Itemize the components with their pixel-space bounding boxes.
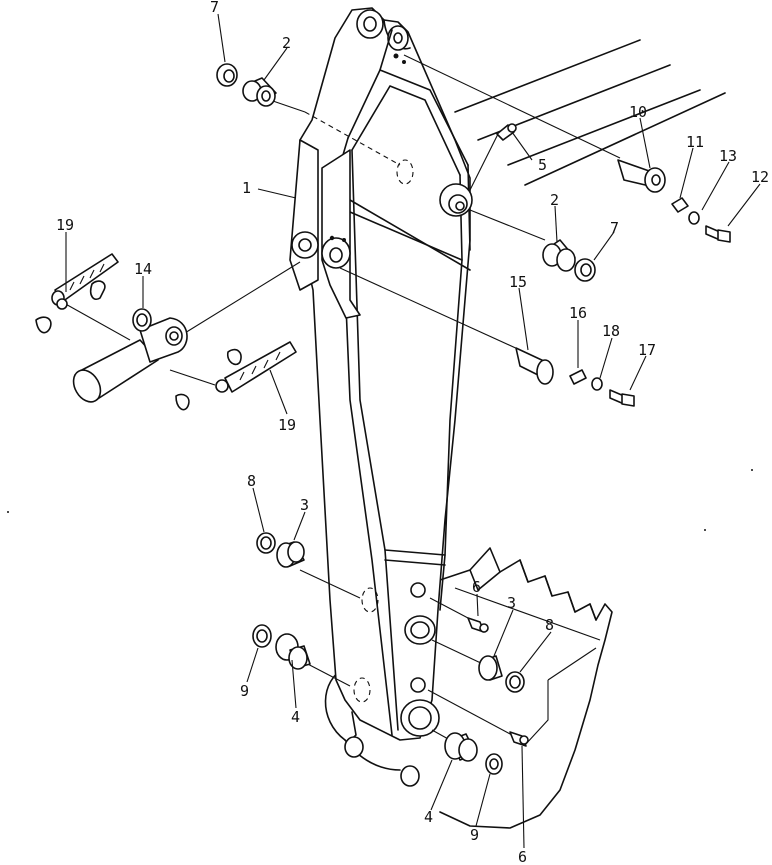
- callout-5: 5: [538, 156, 547, 174]
- boom-outline-lines: [454, 39, 726, 186]
- spacer-16: [569, 369, 587, 385]
- callout-16: 16: [569, 304, 587, 322]
- callout-9-left: 9: [240, 682, 249, 700]
- callout-2-right: 2: [550, 191, 559, 209]
- callout-4-left: 4: [291, 708, 300, 726]
- callout-18: 18: [602, 322, 620, 340]
- callout-2-top: 2: [282, 34, 291, 52]
- callout-19-right: 19: [278, 416, 296, 434]
- spacer-11: [671, 197, 689, 213]
- callout-3-right: 3: [507, 594, 516, 612]
- washer-7-right: [574, 258, 596, 282]
- grease-tube-right: [215, 341, 297, 393]
- bushing-3-right: [478, 655, 503, 681]
- callout-12: 12: [751, 168, 769, 186]
- callout-3-left: 3: [300, 496, 309, 514]
- callout-labels: 7 2 1 5 2 7 10 11 13 12 19 14 15 16 18 1…: [56, 0, 769, 865]
- callout-6-bottom: 6: [518, 848, 527, 865]
- cylinder-rod-end: [72, 317, 188, 403]
- seal-8-right: [505, 671, 525, 693]
- bushing-4-left: [275, 633, 311, 670]
- clips: [35, 280, 242, 411]
- callout-6-mid: 6: [472, 578, 481, 596]
- seal-9-left: [252, 624, 272, 648]
- bushing-3-left: [276, 541, 305, 568]
- callout-7-right: 7: [610, 219, 619, 237]
- specks: [7, 469, 753, 531]
- washer-13: [688, 211, 700, 225]
- callout-10: 10: [629, 103, 647, 121]
- bolt-12: [705, 225, 731, 243]
- leader-lines: [65, 13, 761, 849]
- arm-body: [289, 7, 473, 787]
- pin-10: [617, 159, 666, 193]
- grease-fitting-5: [496, 123, 517, 141]
- callout-8-left: 8: [247, 472, 256, 490]
- grease-fitting-6-bottom: [509, 731, 529, 747]
- grease-tube-left: [51, 253, 119, 310]
- callout-8-right: 8: [545, 616, 554, 634]
- bushing-4-right: [444, 732, 478, 762]
- callout-17: 17: [638, 341, 656, 359]
- washer-7-top: [216, 63, 238, 87]
- pin-15: [515, 347, 554, 385]
- seal-9-right: [485, 753, 503, 775]
- callout-11: 11: [686, 133, 704, 151]
- bushing-2-top: [242, 77, 277, 107]
- bushing-2-right: [542, 239, 576, 272]
- callout-13: 13: [719, 147, 737, 165]
- callout-14: 14: [134, 260, 152, 278]
- callout-9-right: 9: [470, 826, 479, 844]
- callout-1: 1: [242, 179, 251, 197]
- callout-7-top: 7: [210, 0, 219, 16]
- bolt-17: [609, 389, 635, 407]
- assembly-guide-lines: [61, 54, 621, 741]
- callout-19-left: 19: [56, 216, 74, 234]
- grease-fitting-6-mid: [467, 617, 489, 633]
- seal-8-left: [256, 532, 276, 554]
- washer-14: [132, 308, 152, 332]
- callout-15: 15: [509, 273, 527, 291]
- callout-4-right: 4: [424, 808, 433, 826]
- washer-18: [591, 377, 603, 391]
